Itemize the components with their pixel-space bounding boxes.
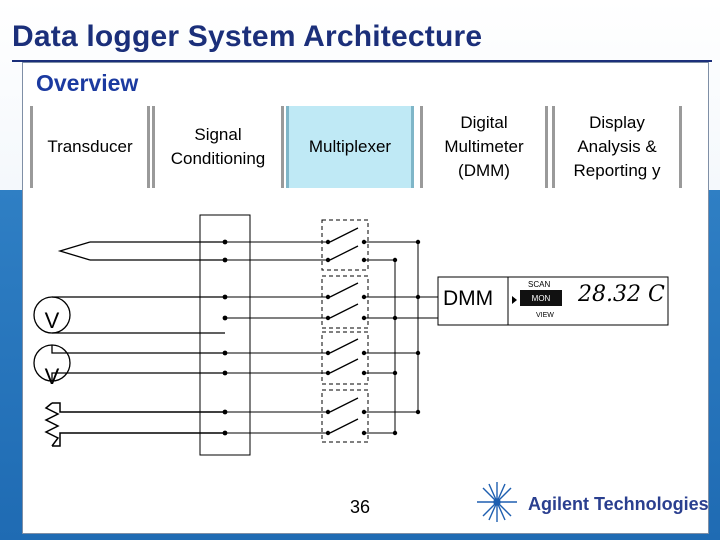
multiplexer-label: Multiplexer: [308, 137, 392, 156]
transducer-block: Transducer: [30, 106, 150, 188]
title-rule: [12, 60, 712, 62]
voltage-source-icon: [33, 296, 225, 334]
relay-contacts: [325, 239, 367, 436]
dmm-label: DMM: [443, 287, 494, 310]
transducer-label: Transducer: [47, 137, 133, 156]
company-name: Agilent Technologies: [528, 494, 709, 514]
slide-subtitle: Overview: [36, 70, 139, 96]
scan-label: SCAN: [528, 280, 551, 289]
page-number: 36: [350, 497, 371, 517]
dmm-block: Digital Multimeter (DMM): [420, 106, 548, 188]
slide-title: Data logger System Architecture: [12, 20, 483, 53]
voltage-symbol-2: V: [45, 364, 60, 389]
terminal-strip: [199, 214, 251, 456]
signal-conditioning-label: Signal Conditioning: [170, 125, 266, 168]
multiplexer-block: Multiplexer: [286, 106, 414, 188]
thermistor-icon: [44, 402, 225, 447]
signal-conditioning-block: Signal Conditioning: [152, 106, 284, 188]
thermocouple-probe: [57, 241, 225, 261]
view-label: VIEW: [536, 312, 554, 319]
terminal-points: [222, 239, 228, 436]
bus-junctions: [392, 239, 421, 436]
dmm-block-label: Digital Multimeter (DMM): [444, 113, 524, 180]
agilent-spark-icon: [477, 482, 517, 522]
mon-button: MON: [520, 290, 562, 306]
terminal-wires: [225, 241, 328, 434]
relay-switches: [329, 227, 359, 434]
dmm-reading: 28.32 C: [578, 282, 665, 307]
voltage-symbol-1: V: [45, 308, 60, 333]
display-block-label: Display Analysis & Reporting y: [573, 113, 661, 180]
relay-banks: [321, 219, 369, 443]
display-block: Display Analysis & Reporting y: [552, 106, 682, 188]
bus-wires: [364, 241, 438, 434]
voltage-source-icon: [33, 344, 225, 382]
scan-arrow-icon: [512, 296, 517, 304]
